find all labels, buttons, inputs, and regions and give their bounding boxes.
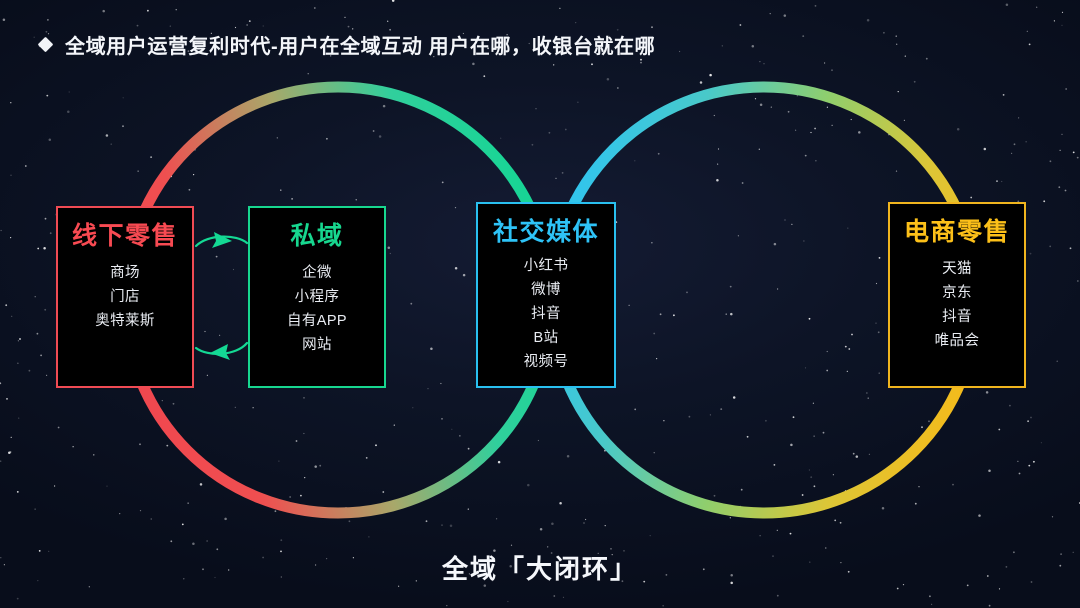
card-item: 唯品会: [934, 333, 980, 350]
card-title-private-domain: 私域: [290, 222, 344, 250]
card-item: 抖音: [531, 306, 561, 323]
card-items-offline-retail: 商场 门店 奥特莱斯: [95, 249, 155, 332]
card-item: 奥特莱斯: [95, 313, 155, 330]
card-item: 天猫: [942, 261, 972, 277]
card-title-social-media: 社交媒体: [492, 218, 599, 246]
card-item: 京东: [942, 285, 972, 302]
card-item: 抖音: [942, 309, 972, 326]
card-items-social-media: 小红书 微博 抖音 B站 视频号: [524, 245, 569, 373]
card-item: 小程序: [294, 289, 340, 306]
card-item: 企微: [302, 265, 332, 281]
card-item: 门店: [110, 289, 140, 306]
diamond-bullet-icon: [37, 36, 54, 53]
card-offline-retail[interactable]: 线下零售 商场 门店 奥特莱斯: [56, 206, 194, 388]
headline-text: 全域用户运营复利时代-用户在全域互动 用户在哪，收银台就在哪: [65, 36, 656, 58]
card-item: 视频号: [523, 354, 569, 371]
card-item: 微博: [531, 282, 561, 299]
arrow-offline-to-private: [194, 232, 249, 248]
card-items-private-domain: 企微 小程序 自有APP 网站: [287, 249, 347, 356]
bottom-caption: 全域「大闭环」: [441, 554, 638, 584]
card-item: 自有APP: [286, 313, 347, 330]
card-item: 小红书: [523, 258, 569, 274]
card-social-media[interactable]: 社交媒体 小红书 微博 抖音 B站 视频号: [476, 202, 616, 388]
card-ecommerce-retail[interactable]: 电商零售 天猫 京东 抖音 唯品会: [888, 202, 1026, 388]
card-item: 商场: [110, 265, 140, 281]
arrow-private-to-offline: [194, 341, 249, 360]
card-title-offline-retail: 线下零售: [71, 222, 178, 250]
card-items-ecommerce-retail: 天猫 京东 抖音 唯品会: [935, 245, 980, 352]
card-private-domain[interactable]: 私域 企微 小程序 自有APP 网站: [248, 206, 386, 388]
slide-headline: 全域用户运营复利时代-用户在全域互动 用户在哪，收银台就在哪: [37, 30, 656, 59]
card-item: 网站: [302, 337, 332, 354]
card-item: B站: [533, 330, 559, 347]
card-title-ecommerce-retail: 电商零售: [903, 218, 1010, 246]
